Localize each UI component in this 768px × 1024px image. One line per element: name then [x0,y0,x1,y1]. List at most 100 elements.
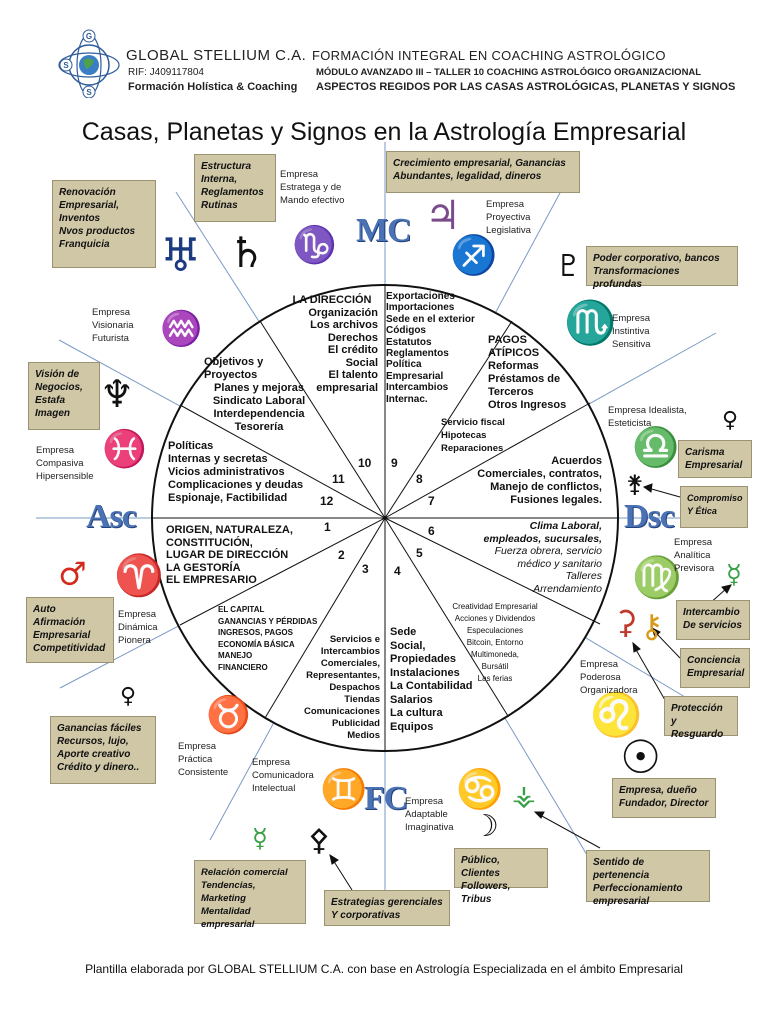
virgo-icon: ♍ [632,555,682,601]
fc-label: FC [364,780,408,817]
global-stellium-logo: G S S [58,29,120,98]
pallas-icon: ⚴ [308,823,330,858]
neptune-icon: ♆ [100,372,135,416]
taurus-icon: ♉ [206,695,251,736]
company-subtitle: Formación Holística & Coaching [128,81,298,93]
gemini-icon: ♊ [320,767,368,811]
venus-icon-taurus: ♀ [120,684,137,709]
house-number-3: 3 [362,562,369,576]
libra-label: Empresa Idealista,Esteticista [608,405,687,429]
mc-label: MC [356,212,412,249]
company-name: GLOBAL STELLIUM C.A. [126,47,307,64]
mercury-icon-gemini: ☿ [252,824,268,854]
logo-letter-s2: S [86,88,92,97]
house-1-text: ORIGEN, NATURALEZA,CONSTITUCIÓN,LUGAR DE… [166,524,293,586]
house-number-9: 9 [391,456,398,470]
mercury-icon-virgo: ☿ [726,560,742,590]
asc-label: Asc [86,498,137,535]
cancer-icon: ♋ [456,767,504,811]
logo-letter-g: G [86,32,92,41]
house-number-7: 7 [428,494,435,508]
house-number-2: 2 [338,548,345,562]
dsc-label: Dsc [624,498,675,535]
house-number-8: 8 [416,472,423,486]
sagittarius-icon: ♐ [450,233,498,277]
chiron-icon: ⚷ [640,607,664,645]
moon-icon: ☽ [472,809,499,844]
company-rif: RIF: J409117804 [128,67,204,78]
house-number-10: 10 [358,456,372,470]
jupiter-icon: ♃ [425,193,461,239]
vesta-icon: ⚶ [512,779,536,812]
house-number-5: 5 [416,546,423,560]
page-title: Casas, Planetas y Signos en la Astrologí… [81,118,687,146]
saturn-icon: ♄ [228,228,266,277]
house-number-1: 1 [324,520,331,534]
header-topic: ASPECTOS REGIDOS POR LAS CASAS ASTROLÓGI… [316,81,736,93]
pluto-icon: ♇ [555,249,582,284]
logo-letter-s1: S [63,61,69,70]
scorpio-icon: ♏ [564,298,617,347]
libra-icon: ♎ [632,425,680,469]
house-number-6: 6 [428,524,435,538]
sun-icon: ☉ [620,730,662,784]
aquarius-icon: ♒ [160,309,203,349]
pisces-icon: ♓ [102,429,147,470]
ceres-icon: ⚳ [614,603,638,641]
mars-icon: ♂ [58,555,87,593]
capricorn-icon: ♑ [292,225,337,266]
house-number-4: 4 [394,564,401,578]
house-number-11: 11 [332,472,345,486]
leo-icon: ♌ [590,690,643,739]
uranus-icon: ♅ [160,228,202,282]
venus-icon-libra: ♀ [722,408,739,433]
header-course-title: FORMACIÓN INTEGRAL EN COACHING ASTROLÓGI… [312,48,666,63]
footer-note: Plantilla elaborada por GLOBAL STELLIUM … [85,962,683,976]
house-6-text: Clima Laboral,empleados, sucursales,Fuer… [483,520,602,595]
aries-icon: ♈ [114,553,164,599]
header-module: MÓDULO AVANZADO III – TALLER 10 COACHING… [316,67,702,78]
house-number-12: 12 [320,494,334,508]
juno-icon: ⚵ [626,470,644,498]
